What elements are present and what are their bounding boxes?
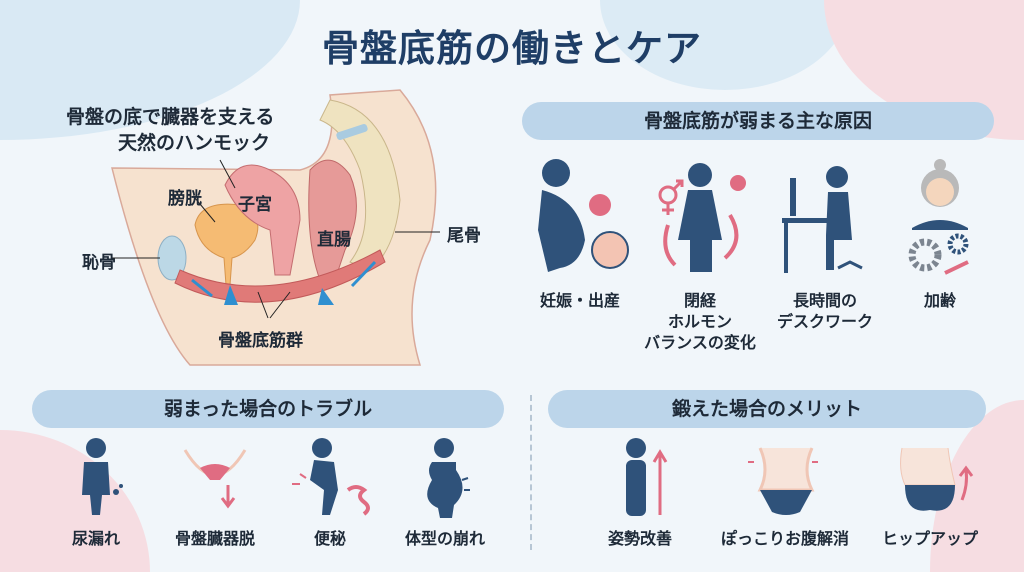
label-pubis: 恥骨 [82,253,116,273]
label-coccyx: 尾骨 [447,226,481,246]
label-muscles: 骨盤底筋群 [218,331,303,351]
benefit-label-waist: ぽっこりお腹解消 [720,529,849,548]
cause-label-pregnancy: 妊娠・出産 [520,290,640,311]
diagram-caption-line1: 骨盤の底で臓器を支える [66,106,275,128]
benefit-label-hip-up: ヒップアップ [881,529,978,548]
arrow-left-small [191,278,213,298]
benefit-label-posture: 姿勢改善 [607,529,672,548]
hip-up-icon [900,447,974,511]
constipation-icon [292,438,370,516]
troubles-heading: 弱まった場合のトラブル [32,390,504,428]
prolapse-icon [183,449,247,509]
cause-line: デスクワーク [776,312,873,331]
cause-line: バランスの変化 [644,333,756,352]
trouble-label-prolapse: 骨盤臓器脱 [174,529,255,548]
desk-work-icon [782,166,863,273]
label-rectum: 直腸 [317,230,351,250]
pregnancy-icon [538,159,629,272]
hormone-icon [658,163,746,272]
cause-line: ホルモン [667,312,732,331]
cause-line: 加齢 [923,291,956,310]
causes-heading: 骨盤底筋が弱まる主な原因 [522,102,994,140]
support-arrow-left [224,285,238,305]
support-arrow-right [318,288,334,305]
arrow-right-small [350,260,377,288]
label-bladder: 膀胱 [168,189,202,209]
bladder-shape [194,203,259,286]
waist-icon [748,447,818,515]
incontinence-icon [82,438,123,515]
aging-icon [908,159,969,275]
page-title: 骨盤底筋の働きとケア [322,27,702,70]
cause-line: 閉経 [683,291,716,310]
cause-line: 妊娠・出産 [539,291,620,310]
posture-icon [626,438,668,516]
trouble-label-incontinence: 尿漏れ [71,529,120,548]
cause-label-aging: 加齢 [890,290,990,311]
cause-line: 長時間の [792,291,857,310]
cause-label-hormone: 閉経ホルモンバランスの変化 [640,290,760,353]
benefits-heading: 鍛えた場合のメリット [548,390,986,428]
trouble-label-body-shape: 体型の崩れ [404,529,485,548]
trouble-label-constipation: 便秘 [313,529,346,548]
section-divider [530,395,532,550]
body-shape-icon [427,438,470,518]
rectum-shape [308,159,357,281]
diagram-caption-line2: 天然のハンモック [118,132,271,154]
vertebra-disc [336,124,368,140]
uterus-shape [224,164,301,276]
cause-label-desk-work: 長時間のデスクワーク [760,290,890,332]
label-uterus: 子宮 [238,195,272,215]
